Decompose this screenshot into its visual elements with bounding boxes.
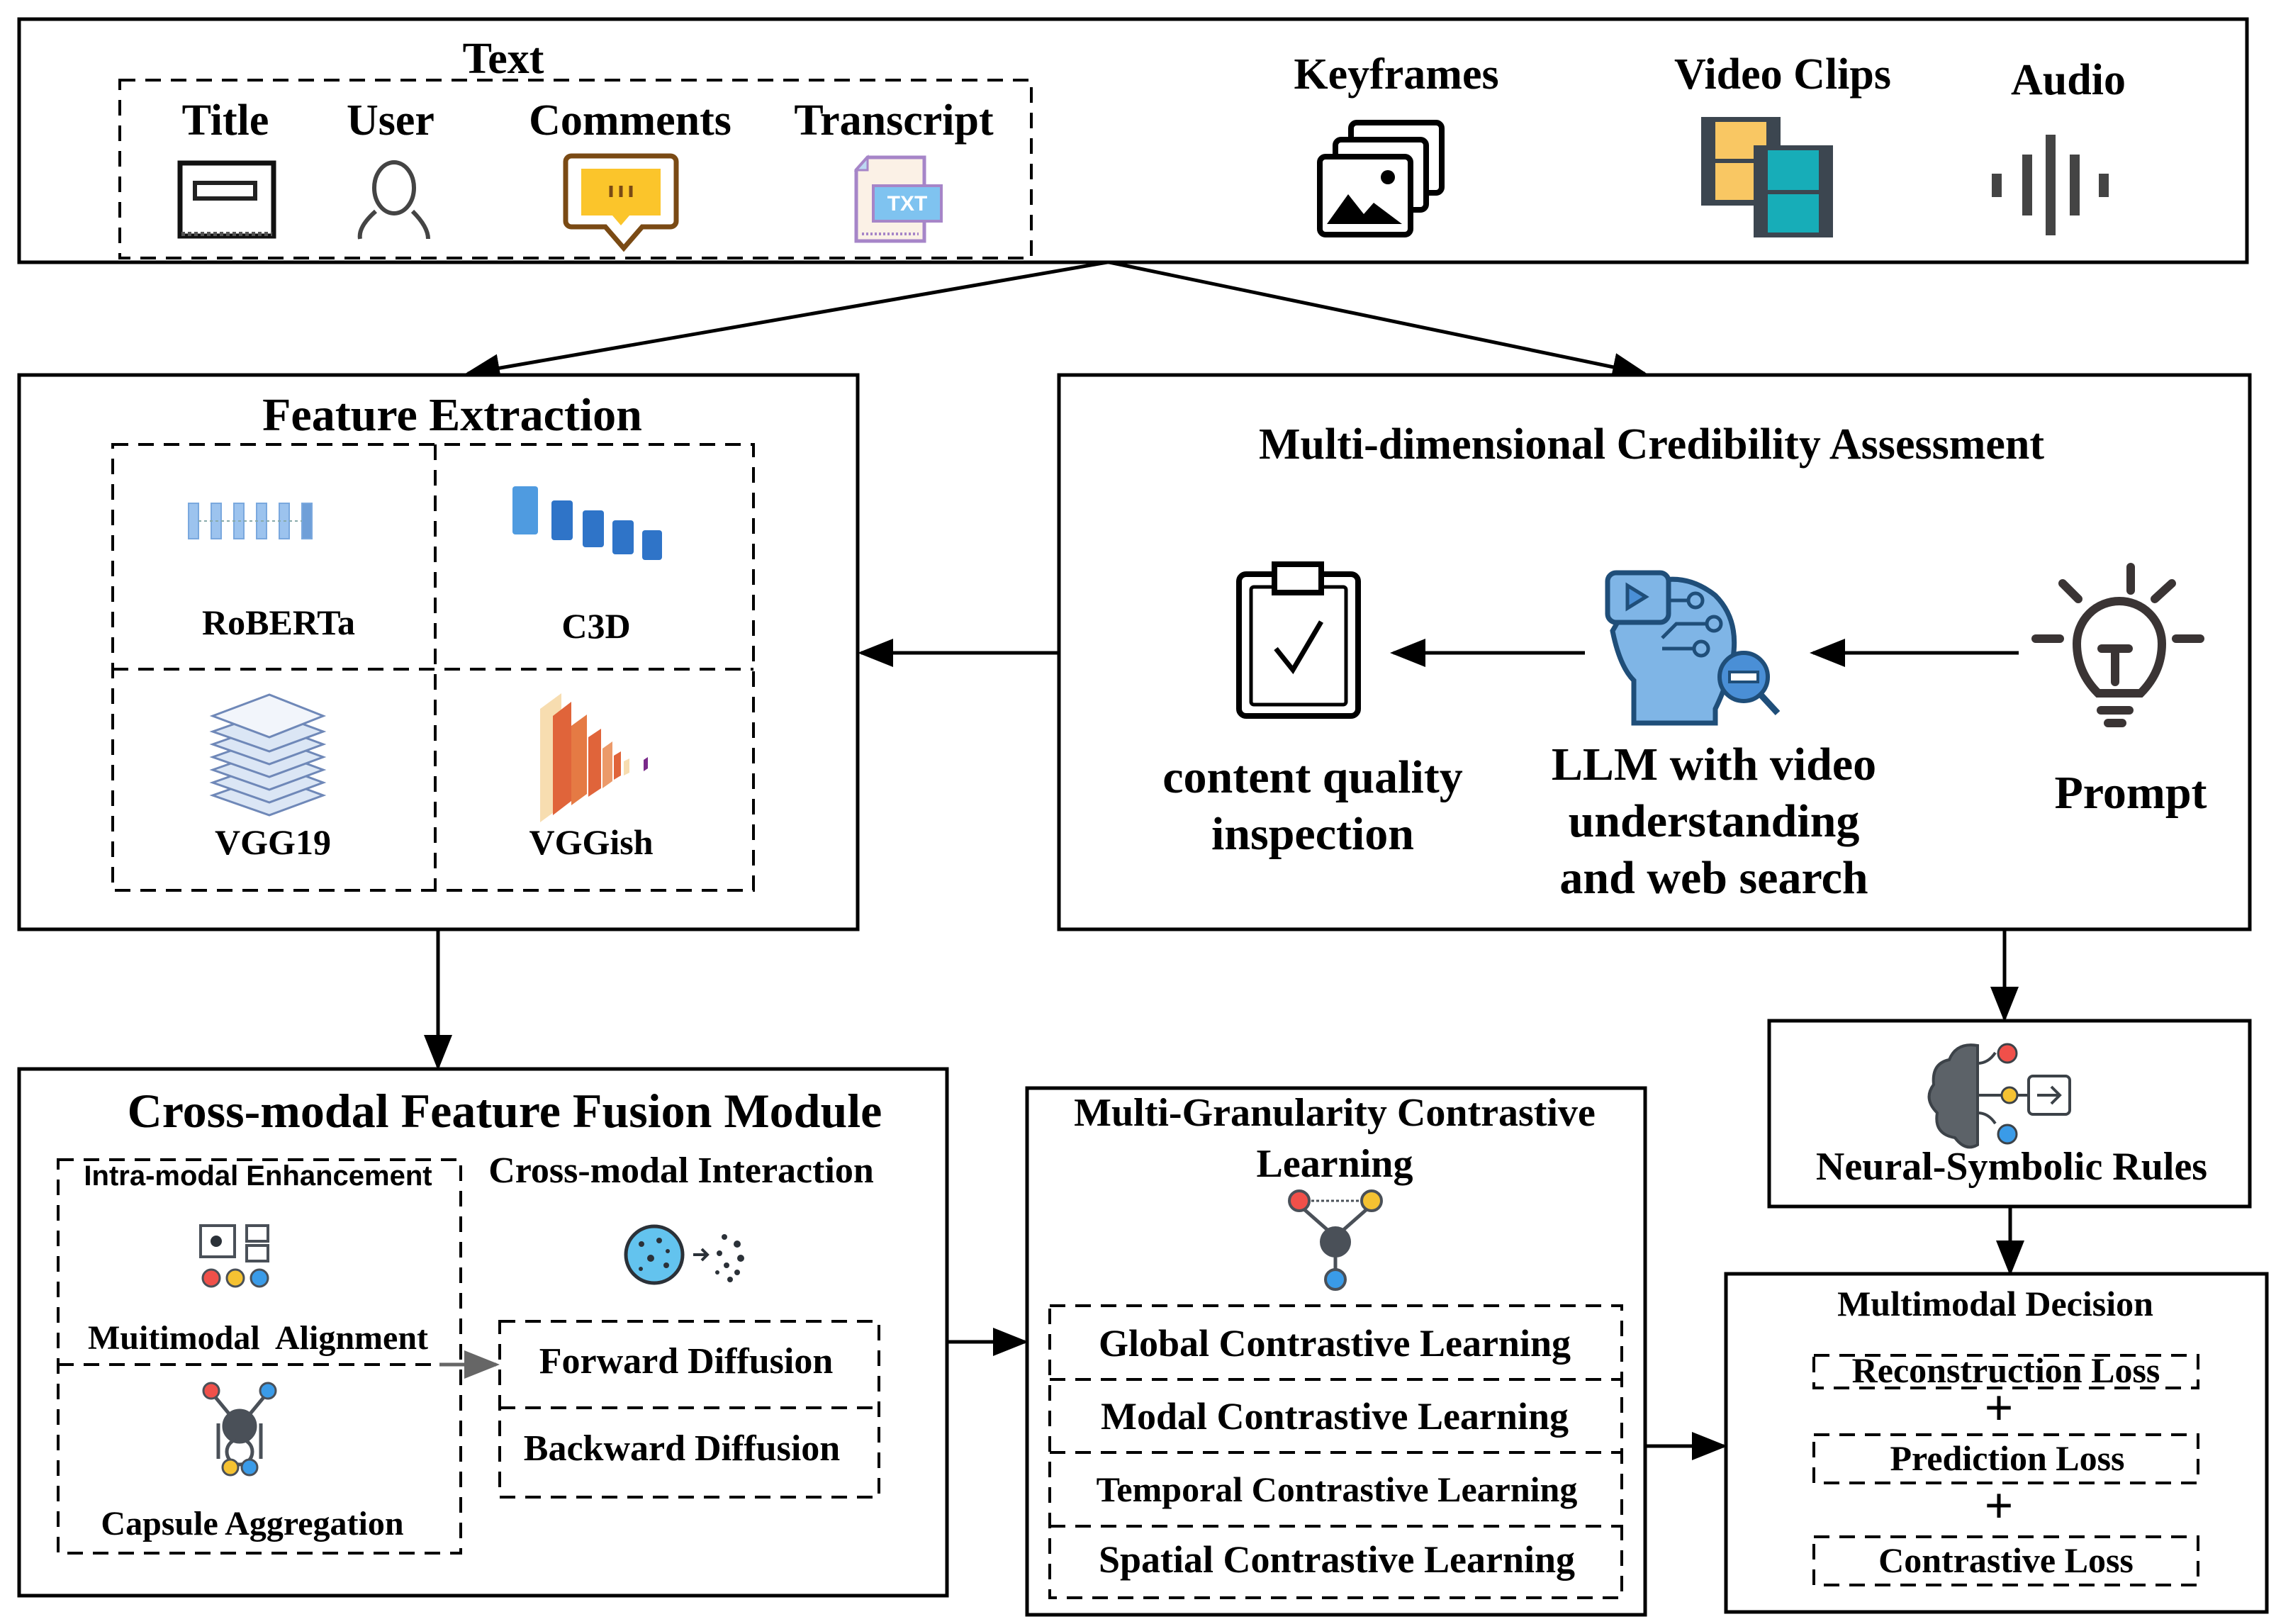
- user-icon: [357, 160, 430, 240]
- decision-border: [1724, 1272, 2269, 1614]
- credibility-assessment-panel: Multi-dimensional Credibility Assessment…: [1057, 373, 2252, 931]
- feature-extraction-panel: Feature Extraction RoBERTa C3D: [17, 373, 860, 931]
- step-label-llm-1: LLM with video: [1552, 739, 1876, 790]
- intra-label-capsule: Capsule Aggregation: [101, 1505, 403, 1542]
- alignment-icon: [199, 1224, 269, 1288]
- intra-modal-border: [57, 1158, 462, 1555]
- step-label-prompt: Prompt: [2054, 767, 2207, 819]
- credibility-title: Multi-dimensional Credibility Assessment: [1259, 420, 2044, 469]
- text-group-border: [118, 79, 1033, 259]
- intra-item-capsule: Capsule Aggregation: [101, 1382, 404, 1542]
- c3d-blocks-icon: [512, 486, 662, 560]
- input-item-video-clips: Video Clips: [1674, 50, 1891, 237]
- input-panel-border: [17, 17, 2249, 264]
- step-label-llm-3: and web search: [1559, 852, 1868, 904]
- input-label-user: User: [347, 96, 435, 145]
- vggish-layers-icon: [540, 693, 648, 822]
- comment-bubble-icon: [563, 153, 679, 252]
- capsule-network-icon: [202, 1382, 277, 1477]
- input-label-transcript: Transcript: [794, 96, 994, 145]
- model-c3d: C3D: [512, 486, 662, 646]
- loss-box-prediction: [1812, 1433, 2199, 1484]
- model-vgg19: VGG19: [209, 693, 331, 862]
- input-label-keyframes: Keyframes: [1294, 50, 1498, 99]
- loss-reconstruction: Reconstruction Loss: [1852, 1350, 2160, 1390]
- diffusion-icon: [624, 1224, 744, 1285]
- input-item-transcript: Transcript TXT: [794, 96, 994, 243]
- step-prompt: Prompt: [2031, 563, 2207, 819]
- feature-extraction-title: Feature Extraction: [262, 389, 642, 441]
- input-item-user: User: [347, 96, 435, 240]
- contrastive-item-global: Global Contrastive Learning: [1099, 1322, 1571, 1365]
- audio-wave-icon: [1992, 135, 2109, 235]
- contrastive-learning-panel: Multi-Granularity Contrastive Learning G…: [1025, 1086, 1647, 1617]
- input-label-video-clips: Video Clips: [1674, 50, 1891, 99]
- contrastive-item-spatial: Spatial Contrastive Learning: [1099, 1538, 1575, 1581]
- input-item-keyframes: Keyframes: [1294, 50, 1499, 237]
- contrastive-title-2: Learning: [1257, 1142, 1413, 1186]
- model-label-vggish: VGGish: [529, 822, 653, 862]
- contrastive-title-1: Multi-Granularity Contrastive: [1074, 1091, 1596, 1135]
- title-card-icon: [177, 160, 276, 239]
- svg-text:TXT: TXT: [887, 192, 928, 215]
- cross-modal-interaction-title: Cross-modal Interaction: [488, 1150, 874, 1191]
- roberta-layers-icon: [188, 503, 313, 539]
- diffusion-forward: Forward Diffusion: [539, 1341, 834, 1382]
- input-item-comments: Comments: [529, 96, 731, 252]
- diffusion-backward: Backward Diffusion: [524, 1428, 840, 1469]
- neural-symbolic-title: Neural-Symbolic Rules: [1816, 1145, 2207, 1189]
- model-vggish: VGGish: [529, 693, 654, 862]
- contrastive-item-temporal: Temporal Contrastive Learning: [1097, 1469, 1578, 1509]
- vgg19-stack-icon: [209, 693, 327, 817]
- input-label-comments: Comments: [529, 96, 731, 145]
- loss-prediction: Prediction Loss: [1890, 1438, 2124, 1478]
- clipboard-check-icon: [1236, 561, 1361, 719]
- film-strip-icon: [1701, 117, 1833, 237]
- model-label-vgg19: VGG19: [215, 822, 331, 862]
- feature-extraction-border: [17, 373, 860, 931]
- plus-icon-2: +: [1984, 1477, 2013, 1534]
- loss-box-reconstruction: [1812, 1354, 2199, 1389]
- step-label-content-quality-2: inspection: [1211, 808, 1414, 860]
- step-llm: LLM with video understanding and web sea…: [1552, 570, 1876, 904]
- intra-item-alignment: Muitimodal Alignment: [88, 1224, 428, 1357]
- step-content-quality: content quality inspection: [1162, 561, 1463, 860]
- txt-file-icon: TXT: [853, 155, 943, 243]
- input-item-audio: Audio: [1992, 56, 2126, 235]
- model-label-c3d: C3D: [561, 606, 630, 646]
- brain-rules-icon: [1927, 1043, 2071, 1149]
- decision-title: Multimodal Decision: [1837, 1284, 2153, 1323]
- fusion-module-border: [17, 1067, 949, 1598]
- multimodal-decision-panel: Multimodal Decision Reconstruction Loss …: [1724, 1272, 2269, 1614]
- lightbulb-icon: [2031, 563, 2204, 727]
- loss-box-contrastive: [1812, 1535, 2199, 1586]
- fusion-module-title: Cross-modal Feature Fusion Module: [128, 1084, 882, 1138]
- image-stack-icon: [1317, 120, 1445, 237]
- arrow-input-to-credibility: [1109, 260, 1648, 381]
- step-label-content-quality-1: content quality: [1162, 751, 1463, 803]
- model-label-roberta: RoBERTa: [202, 603, 355, 642]
- neural-symbolic-panel: Neural-Symbolic Rules: [1767, 1019, 2252, 1209]
- input-item-title: Title: [177, 96, 276, 239]
- plus-icon-1: +: [1984, 1379, 2013, 1436]
- intra-modal-title: Intra-modal Enhancement: [84, 1160, 432, 1192]
- model-grid-border: [111, 443, 755, 892]
- text-group-label: Text: [463, 35, 544, 83]
- input-label-audio: Audio: [2011, 56, 2126, 104]
- fusion-module-panel: Cross-modal Feature Fusion Module Intra-…: [17, 1067, 949, 1598]
- input-label-title: Title: [182, 96, 269, 145]
- model-roberta: RoBERTa: [188, 503, 355, 642]
- contrastive-item-modal: Modal Contrastive Learning: [1101, 1395, 1569, 1438]
- llm-head-search-icon: [1605, 570, 1781, 726]
- loss-contrastive: Contrastive Loss: [1878, 1540, 2134, 1580]
- graph-nodes-icon: [1288, 1189, 1383, 1291]
- arrow-input-to-feature-extraction: [464, 260, 1108, 382]
- input-modalities-panel: Text Title User Comments: [17, 17, 2249, 264]
- step-label-llm-2: understanding: [1569, 795, 1860, 847]
- intra-label-alignment: Muitimodal Alignment: [88, 1319, 428, 1357]
